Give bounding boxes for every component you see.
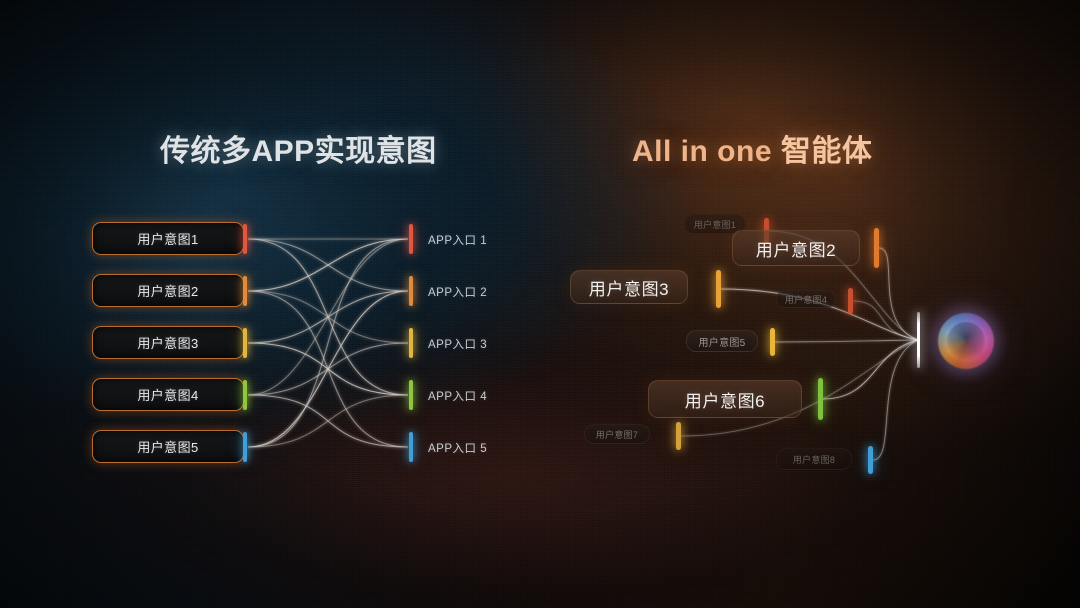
agent-intent-label: 用户意图2 [755, 240, 837, 260]
agent-intent-card-2[interactable]: 用户意图2 [732, 230, 860, 266]
left-intent-box-5[interactable]: 用户意图5 [92, 430, 244, 463]
app-entry-label-3: APP入口 3 [428, 339, 488, 351]
left-link-curve [247, 238, 409, 448]
agent-link-curve [680, 339, 919, 437]
left-intent-connector-bar-1 [243, 224, 247, 254]
left-intent-connector-bar-4 [243, 380, 247, 410]
agent-orb-icon[interactable] [938, 313, 994, 369]
agent-intent-connector-bar-3 [716, 270, 721, 308]
right-title-chinese: 智能体 [780, 135, 873, 168]
left-intent-label: 用户意图5 [137, 440, 199, 455]
app-entry-label-4: APP入口 4 [428, 391, 488, 403]
agent-intent-label: 用户意图4 [784, 294, 828, 305]
left-intent-connector-bar-5 [243, 432, 247, 462]
app-entry-bar-1 [409, 224, 413, 254]
app-entry-bar-2 [409, 276, 413, 306]
left-intent-connector-bar-3 [243, 328, 247, 358]
left-intent-box-4[interactable]: 用户意图4 [92, 378, 244, 411]
agent-intent-card-8[interactable]: 用户意图8 [776, 448, 852, 470]
left-intent-label: 用户意图2 [137, 284, 199, 299]
agent-link-curve [878, 247, 919, 341]
left-intent-box-3[interactable]: 用户意图3 [92, 326, 244, 359]
agent-intent-label: 用户意图1 [693, 219, 737, 230]
right-title-english: All in one [632, 135, 772, 168]
app-entry-bar-5 [409, 432, 413, 462]
agent-intent-card-7[interactable]: 用户意图7 [584, 424, 650, 444]
agent-intent-card-1[interactable]: 用户意图1 [684, 214, 746, 234]
left-intent-label: 用户意图3 [137, 336, 199, 351]
agent-intent-card-3[interactable]: 用户意图3 [570, 270, 688, 304]
agent-entry-bar[interactable] [917, 312, 920, 368]
agent-intent-connector-bar-7 [676, 422, 681, 450]
left-intent-label: 用户意图1 [137, 232, 199, 247]
agent-intent-connector-bar-2 [874, 228, 879, 268]
agent-intent-card-4[interactable]: 用户意图4 [776, 290, 836, 308]
agent-intent-connector-bar-8 [868, 446, 873, 474]
app-entry-label-2: APP入口 2 [428, 287, 488, 299]
left-intent-box-1[interactable]: 用户意图1 [92, 222, 244, 255]
left-link-curve [247, 238, 409, 292]
app-entry-label-5: APP入口 5 [428, 443, 488, 455]
agent-link-curve [872, 339, 919, 461]
left-section-title: 传统多APP实现意图 [160, 135, 437, 168]
agent-intent-label: 用户意图5 [698, 337, 746, 349]
app-entry-label-1: APP入口 1 [428, 235, 488, 247]
app-entry-bar-3 [409, 328, 413, 358]
agent-intent-card-5[interactable]: 用户意图5 [686, 330, 758, 352]
left-intent-box-2[interactable]: 用户意图2 [92, 274, 244, 307]
left-intent-connector-bar-2 [243, 276, 247, 306]
right-section-title: All in one 智能体 [632, 126, 872, 170]
left-link-curve [247, 394, 409, 448]
left-link-curve [247, 238, 409, 396]
agent-intent-label: 用户意图7 [595, 429, 639, 440]
app-entry-bar-4 [409, 380, 413, 410]
agent-intent-label: 用户意图8 [792, 454, 836, 465]
agent-intent-connector-bar-6 [818, 378, 823, 420]
agent-link-curve [774, 339, 919, 343]
agent-intent-connector-bar-5 [770, 328, 775, 356]
agent-link-curve [852, 300, 919, 341]
left-intent-label: 用户意图4 [137, 388, 199, 403]
agent-link-curve [822, 339, 919, 400]
agent-intent-label: 用户意图3 [588, 279, 670, 299]
agent-intent-label: 用户意图6 [684, 391, 766, 411]
agent-intent-card-6[interactable]: 用户意图6 [648, 380, 802, 418]
left-link-curve [247, 290, 409, 448]
agent-intent-connector-bar-4 [848, 288, 853, 314]
